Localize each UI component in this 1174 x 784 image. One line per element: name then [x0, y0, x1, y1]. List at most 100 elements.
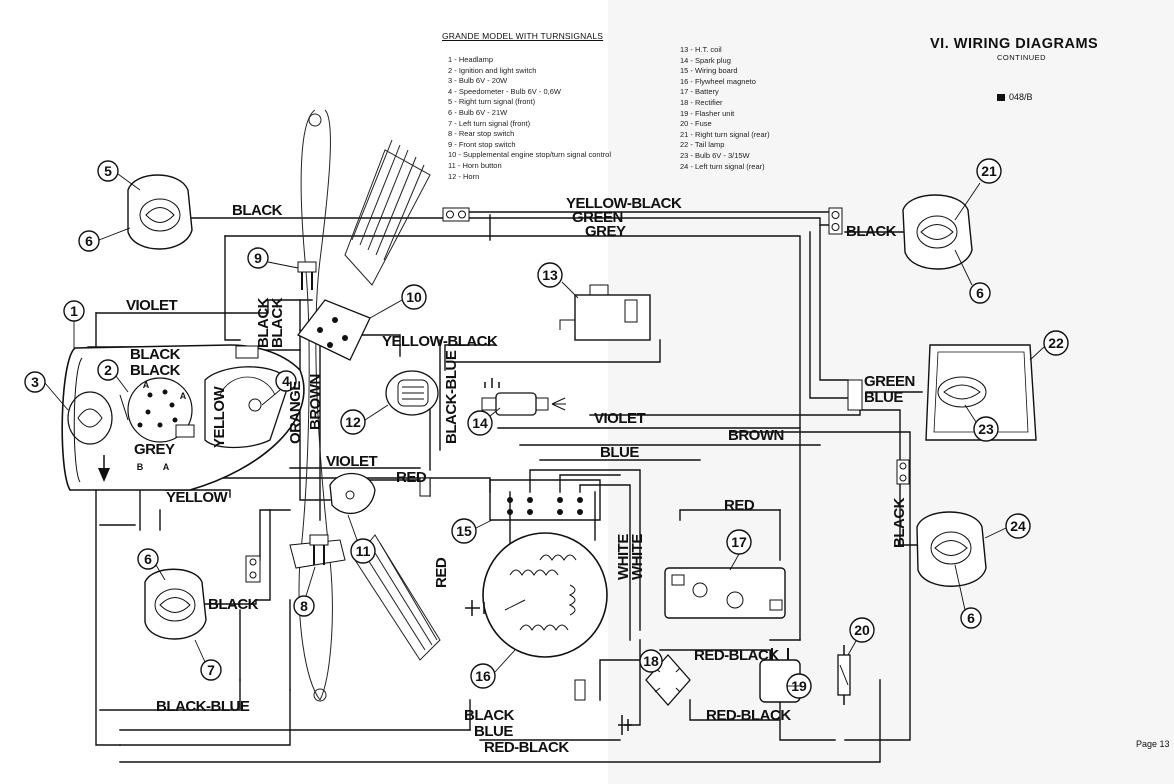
label-black-hl: BLACK	[130, 346, 181, 363]
callout-3: 3	[31, 374, 39, 390]
callout-1: 1	[70, 303, 78, 319]
label-violet-left: VIOLET	[126, 297, 178, 314]
callout-15: 15	[456, 523, 472, 539]
callout-6-front-right: 6	[85, 233, 93, 249]
legend-item: 12 - Horn	[448, 171, 480, 181]
callout-23: 23	[978, 421, 994, 437]
legend-item: 4 - Speedometer - Bulb 6V - 0,6W	[448, 86, 561, 96]
callout-20: 20	[854, 622, 870, 638]
legend-item: 24 - Left turn signal (rear)	[680, 161, 765, 171]
callout-21: 21	[981, 163, 997, 179]
callout-11: 11	[356, 543, 371, 559]
legend-item: 11 - Horn button	[448, 160, 502, 170]
label-green-top: GREEN	[572, 209, 623, 226]
legend-item: 20 - Fuse	[680, 119, 712, 129]
letter-a3: A	[163, 462, 170, 472]
label-violet-right: VIOLET	[594, 410, 646, 427]
legend-item: 21 - Right turn signal (rear)	[680, 129, 770, 139]
legend-item: 10 - Supplemental engine stop/turn signa…	[448, 150, 612, 160]
letter-a2: A	[180, 391, 187, 401]
label-violet-mid: VIOLET	[326, 453, 378, 470]
label-yellow-black-top: YELLOW-BLACK	[566, 195, 682, 212]
legend-item: 15 - Wiring board	[680, 66, 738, 76]
callout-6-rear-left: 6	[967, 610, 975, 626]
legend-item: 16 - Flywheel magneto	[680, 76, 756, 86]
callout-18: 18	[643, 653, 659, 669]
page-subtitle: CONTINUED	[997, 53, 1047, 62]
connector-blocks	[235, 207, 910, 735]
horn	[385, 370, 439, 416]
label-blue-bottom: BLUE	[474, 723, 513, 740]
rear-right-turn-signal	[902, 194, 973, 270]
callout-circles	[24, 158, 1069, 699]
label-yellow-black-mid: YELLOW-BLACK	[382, 333, 498, 350]
callout-leaders	[44, 173, 1045, 687]
legend-item: 17 - Battery	[680, 87, 719, 97]
letter-b: B	[137, 462, 144, 472]
label-black-blue-bottom: BLACK-BLUE	[156, 698, 250, 715]
callout-22: 22	[1048, 335, 1064, 351]
label-red-black-2: RED-BLACK	[706, 707, 791, 724]
label-red-mid: RED	[396, 469, 427, 486]
label-yellow-vertical: YELLOW	[211, 385, 228, 448]
front-right-turn-signal	[127, 174, 193, 250]
rear-stop-switch	[289, 534, 346, 569]
callout-17: 17	[731, 534, 747, 550]
legend-title: GRANDE MODEL WITH TURNSIGNALS	[442, 31, 604, 41]
diagram-code-text: 048/B	[1009, 92, 1033, 102]
letter-a1: A	[143, 380, 150, 390]
legend-item: 2 - Ignition and light switch	[448, 65, 537, 75]
label-black-vertical-1: BLACK	[255, 297, 272, 348]
label-orange-vertical: ORANGE	[287, 381, 304, 444]
callout-10: 10	[406, 289, 422, 305]
label-white-1: WHITE	[615, 534, 632, 580]
speedometer	[204, 366, 291, 449]
callout-16: 16	[475, 668, 491, 684]
label-black-vertical-2: BLACK	[269, 297, 286, 348]
spark-plug	[481, 378, 566, 416]
callout-4: 4	[282, 373, 290, 389]
label-red-black-1: RED-BLACK	[694, 647, 779, 664]
callout-9: 9	[254, 250, 262, 266]
label-blue-mid: BLUE	[600, 444, 639, 461]
label-yellow-bottom: YELLOW	[166, 489, 229, 506]
page-title: VI. WIRING DIAGRAMS	[930, 36, 1099, 52]
legend-item: 7 - Left turn signal (front)	[448, 118, 531, 128]
callout-7: 7	[207, 662, 215, 678]
callout-5: 5	[104, 163, 112, 179]
legend-item: 13 - H.T. coil	[680, 45, 722, 54]
front-left-turn-signal	[144, 568, 207, 640]
label-grey-hl: GREY	[134, 441, 175, 458]
ht-coil	[559, 284, 651, 341]
battery	[664, 567, 786, 619]
callout-12: 12	[345, 414, 361, 430]
label-black-hl2: BLACK	[130, 362, 181, 379]
flywheel-magneto	[465, 532, 608, 658]
callout-6-front-left: 6	[144, 551, 152, 567]
legend-item: 19 - Flasher unit	[680, 108, 735, 118]
horn-button	[329, 472, 376, 514]
legend-item: 14 - Spark plug	[680, 55, 731, 65]
front-stop-switch	[297, 261, 317, 290]
fuse	[837, 645, 851, 705]
legend-item: 5 - Right turn signal (front)	[448, 97, 536, 107]
legend-item: 23 - Bulb 6V - 3/15W	[680, 150, 750, 160]
callout-19: 19	[791, 678, 807, 694]
label-brown-vertical: BROWN	[307, 374, 324, 430]
diagram-code: 048/B	[997, 92, 1033, 102]
callout-numbers: 1 2 3 4 5 6 6 7 8 9 10 11 12 13 14 15 16…	[31, 163, 1064, 694]
label-blue-right: BLUE	[864, 389, 903, 406]
callout-13: 13	[542, 267, 558, 283]
label-white-2: WHITE	[629, 534, 646, 580]
legend-item: 9 - Front stop switch	[448, 139, 516, 149]
callout-24: 24	[1010, 518, 1026, 534]
tail-lamp	[925, 344, 1037, 441]
wire-labels: BLACK YELLOW-BLACK GREEN GREY BLACK VIOL…	[126, 195, 915, 756]
label-red-battery: RED	[724, 497, 755, 514]
callout-2: 2	[104, 362, 112, 378]
square-marker-icon	[997, 94, 1005, 102]
